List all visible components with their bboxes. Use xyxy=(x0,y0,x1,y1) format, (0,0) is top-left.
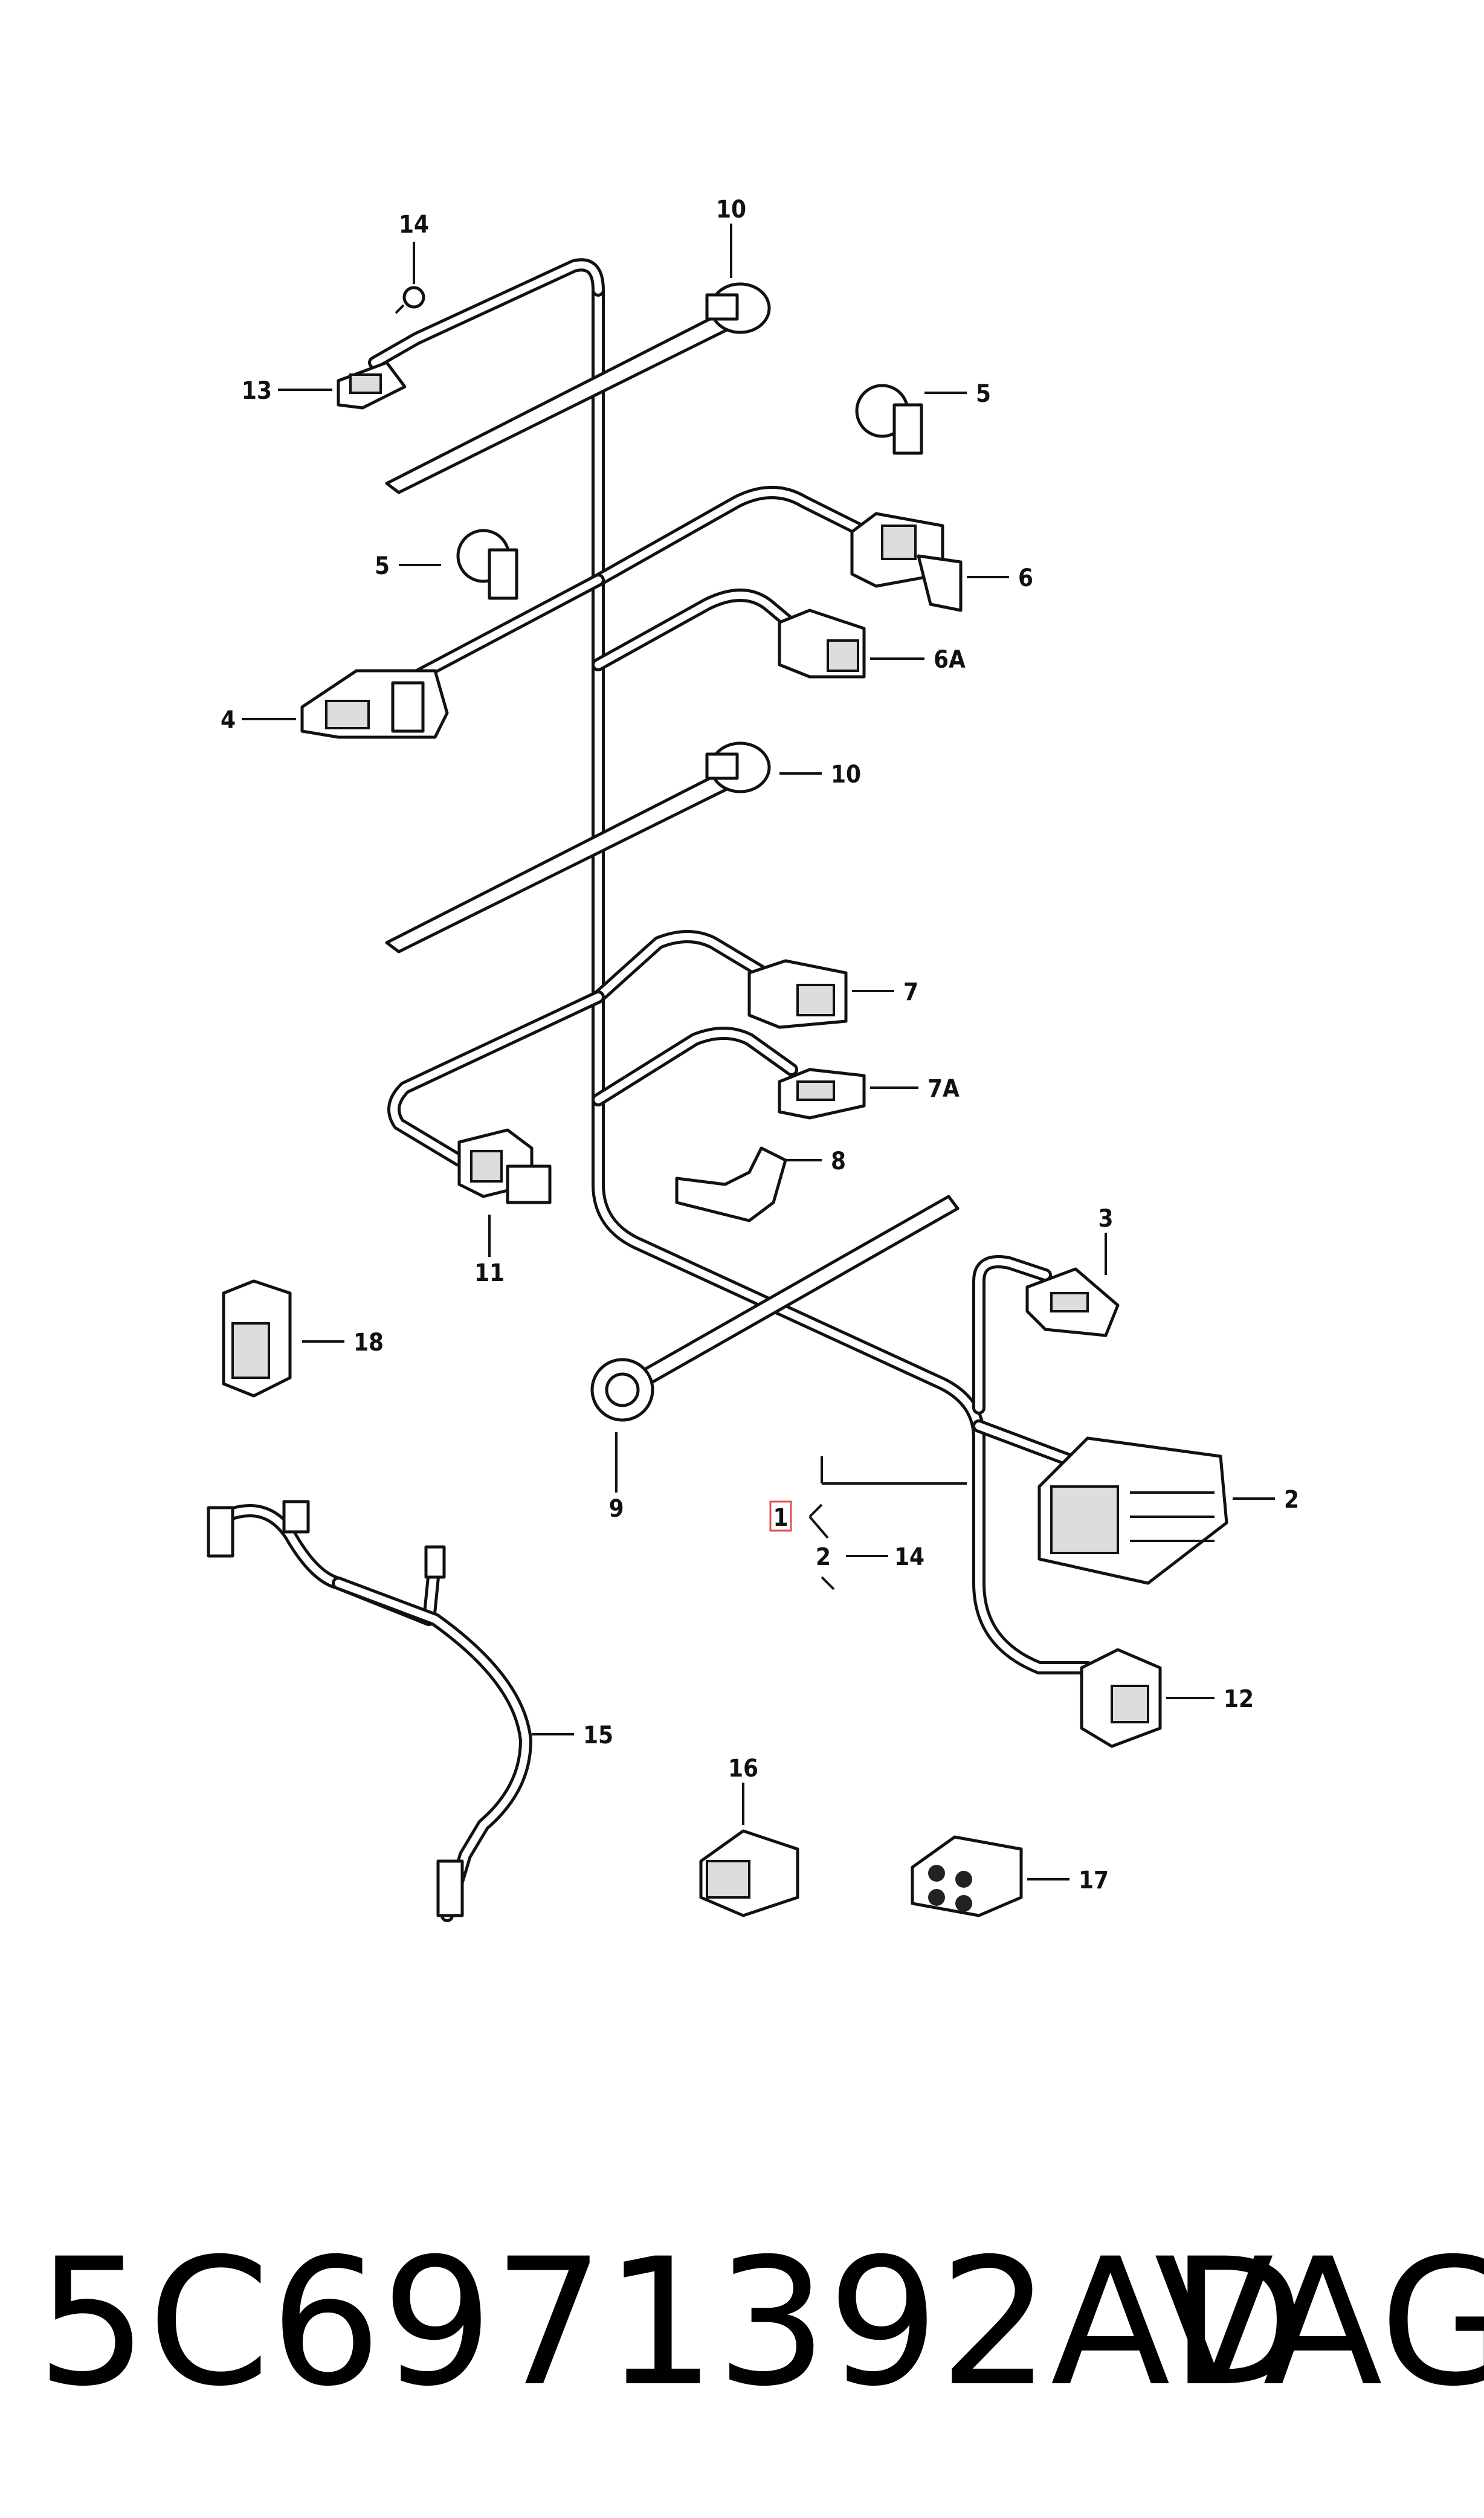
connector-11 xyxy=(457,1128,552,1204)
part-number: 5C6971392AD xyxy=(36,2221,1306,2425)
callout-8: 8 xyxy=(831,1148,846,1175)
callout-9: 9 xyxy=(608,1495,624,1523)
harness-trunk xyxy=(368,258,1094,1674)
callout-1: 1 xyxy=(773,1504,788,1532)
wiring-harness-diagram: 14 10 13 5 5 6 6A 4 10 7 7A 8 11 3 18 9 … xyxy=(207,196,1299,1922)
callout-1-box xyxy=(769,1500,792,1532)
brand-label: VAG xyxy=(1154,2221,1484,2425)
cable-tie-upper xyxy=(385,282,771,494)
connector-2-pins xyxy=(1130,1491,1215,1542)
connector-7A xyxy=(778,1068,866,1120)
callout-6: 6 xyxy=(1018,564,1033,592)
leader-lines xyxy=(242,224,1275,1880)
callout-17: 17 xyxy=(1079,1867,1109,1894)
clip-8 xyxy=(675,1146,787,1222)
connector-7 xyxy=(747,959,848,1029)
callout-7A: 7A xyxy=(928,1075,960,1103)
callout-7: 7 xyxy=(903,978,918,1006)
callout-14-sub: 14 xyxy=(894,1543,924,1571)
callout-13: 13 xyxy=(242,377,272,405)
callout-11: 11 xyxy=(474,1259,505,1287)
connector-4 xyxy=(300,669,449,739)
callout-15: 15 xyxy=(583,1722,613,1749)
connector-6 xyxy=(850,512,963,612)
callout-4: 4 xyxy=(221,706,236,734)
connector-16 xyxy=(699,1829,799,1917)
connector-13 xyxy=(337,361,407,410)
cable-15 xyxy=(207,1500,532,1922)
callout-labels: 14 10 13 5 5 6 6A 4 10 7 7A 8 11 3 18 9 … xyxy=(221,196,1299,1894)
callout-6A: 6A xyxy=(934,646,966,674)
connector-2 xyxy=(1037,1436,1228,1585)
callout-5-left: 5 xyxy=(375,552,390,580)
callout-10-top: 10 xyxy=(716,196,746,224)
callout-2-right: 2 xyxy=(1284,1486,1299,1514)
screw-14 xyxy=(395,286,425,314)
callout-14-top: 14 xyxy=(399,211,429,239)
callout-5-right: 5 xyxy=(976,380,991,408)
grommet-5-left xyxy=(456,529,518,600)
callout-3: 3 xyxy=(1098,1205,1113,1233)
cable-tie-lower xyxy=(590,1195,960,1422)
connector-3 xyxy=(1025,1267,1120,1337)
callout-18: 18 xyxy=(353,1329,384,1357)
callout-10-mid: 10 xyxy=(831,761,861,789)
connector-12 xyxy=(1080,1648,1162,1748)
grommet-5-right xyxy=(855,384,923,455)
callout-12: 12 xyxy=(1224,1685,1254,1713)
connector-6A xyxy=(778,609,866,679)
callout-16: 16 xyxy=(728,1755,758,1783)
callout-2-sub: 2 xyxy=(816,1543,831,1571)
connector-17 xyxy=(911,1835,1023,1917)
cable-tie-middle xyxy=(385,741,771,954)
connector-18 xyxy=(222,1279,292,1398)
